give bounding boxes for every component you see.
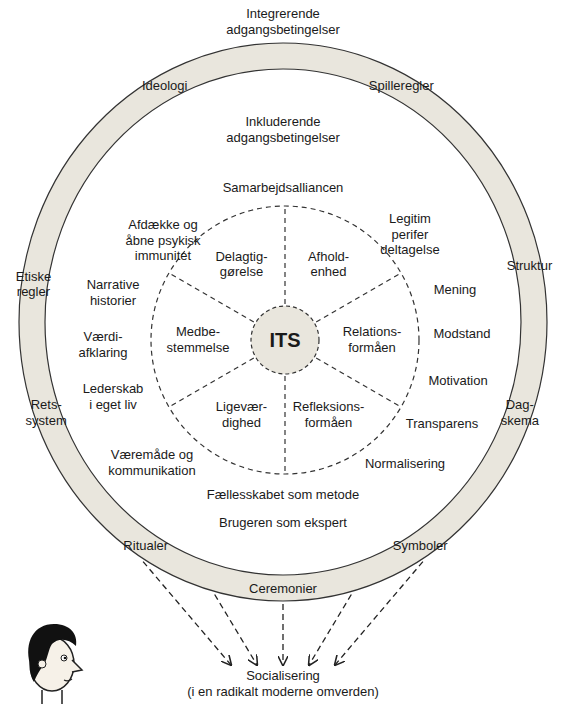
- band-label: Ideologi: [142, 78, 188, 94]
- result-subtitle: (i en radikalt moderne omverden): [181, 684, 385, 700]
- band-node: Integrerende adgangsbetingelserIdeologiS…: [18, 42, 548, 602]
- principle-label: Legitim perifer deltagelse: [370, 211, 450, 258]
- band-label: Symboler: [393, 538, 448, 554]
- result-label: Socialisering: [181, 668, 385, 684]
- sector-label: Medbe- stemmelse: [167, 324, 230, 355]
- band-label: Etiske regler: [16, 269, 51, 300]
- core-label: ITS: [269, 328, 300, 352]
- core-node: ITS: [250, 305, 320, 375]
- band-label: Rets- system: [26, 398, 67, 429]
- principle-label: Væremåde og kommunikation: [104, 447, 200, 478]
- principle-label: Brugeren som ekspert: [219, 515, 347, 531]
- inner-node: Inkluderende adgangsbetingelserSamarbejd…: [44, 68, 522, 576]
- principle-label: Fællesskabet som metode: [207, 487, 359, 503]
- principle-label: Transparens: [406, 416, 479, 432]
- principle-label: Motivation: [428, 373, 487, 389]
- principle-label: Værdi- afklaring: [78, 329, 127, 360]
- sector-label: Relations- formåen: [343, 324, 402, 355]
- band-label: Dag- skema: [501, 398, 539, 429]
- principle-label: Narrative historier: [87, 277, 140, 308]
- band-label: Struktur: [507, 259, 553, 275]
- inner-heading: Inkluderende adgangsbetingelser: [218, 114, 348, 145]
- principle-label: Afdække og åbne psykisk immunitet: [118, 217, 208, 264]
- band-label: Ceremonier: [249, 581, 317, 597]
- principle-label: Normalisering: [365, 456, 445, 472]
- principle-label: Mening: [434, 282, 477, 298]
- principle-label: Samarbejdsalliancen: [223, 180, 344, 196]
- dashed-arrow: [309, 594, 351, 665]
- principle-label: Lederskab i eget liv: [80, 381, 146, 412]
- person-illustration: [12, 612, 92, 707]
- dashed-arrow: [215, 594, 257, 665]
- sector-label: Delagtig- gørelse: [215, 249, 267, 280]
- dashed-arrow: [282, 604, 283, 665]
- result-node: Socialisering(i en radikalt moderne omve…: [181, 668, 385, 701]
- outer-heading: Integrerende adgangsbetingelser: [218, 6, 348, 37]
- band-label: Spilleregler: [369, 78, 434, 94]
- band-label: Ritualer: [123, 538, 168, 554]
- sector-label: Afhold- enhed: [308, 249, 349, 280]
- sector-label: Refleksions- formåen: [293, 400, 365, 431]
- principle-label: Modstand: [433, 326, 490, 342]
- sector-label: Ligevær- dighed: [216, 400, 267, 431]
